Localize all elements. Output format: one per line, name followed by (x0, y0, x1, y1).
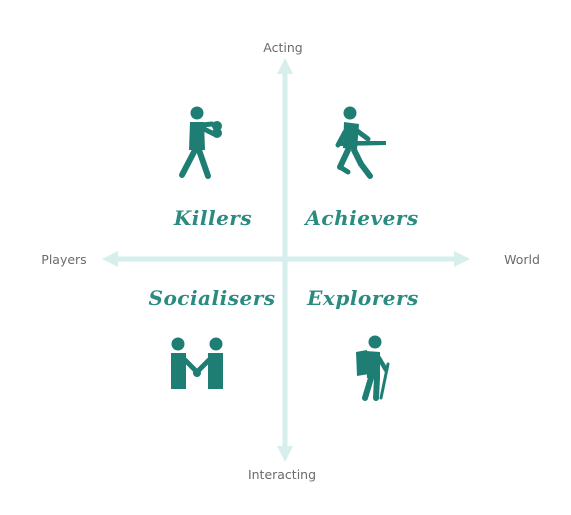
hiker-icon (356, 335, 390, 401)
axis-label-bottom: Interacting (248, 467, 316, 482)
quadrant-label-socialisers: Socialisers (149, 286, 276, 310)
arrow-up-icon (277, 58, 293, 74)
quadrant-label-killers: Killers (173, 206, 252, 230)
axis-label-top: Acting (263, 40, 302, 55)
axis-label-left: Players (41, 252, 86, 267)
arrow-down-icon (277, 446, 293, 462)
arrow-left-icon (102, 251, 118, 267)
handshake-icon (171, 337, 223, 389)
boxer-icon (179, 106, 222, 179)
quadrant-label-achievers: Achievers (303, 206, 418, 230)
arrow-right-icon (454, 251, 470, 267)
runner-finish-icon (335, 106, 386, 179)
quadrant-label-explorers: Explorers (306, 286, 419, 310)
axis-label-right: World (504, 252, 540, 267)
axes (102, 58, 470, 462)
